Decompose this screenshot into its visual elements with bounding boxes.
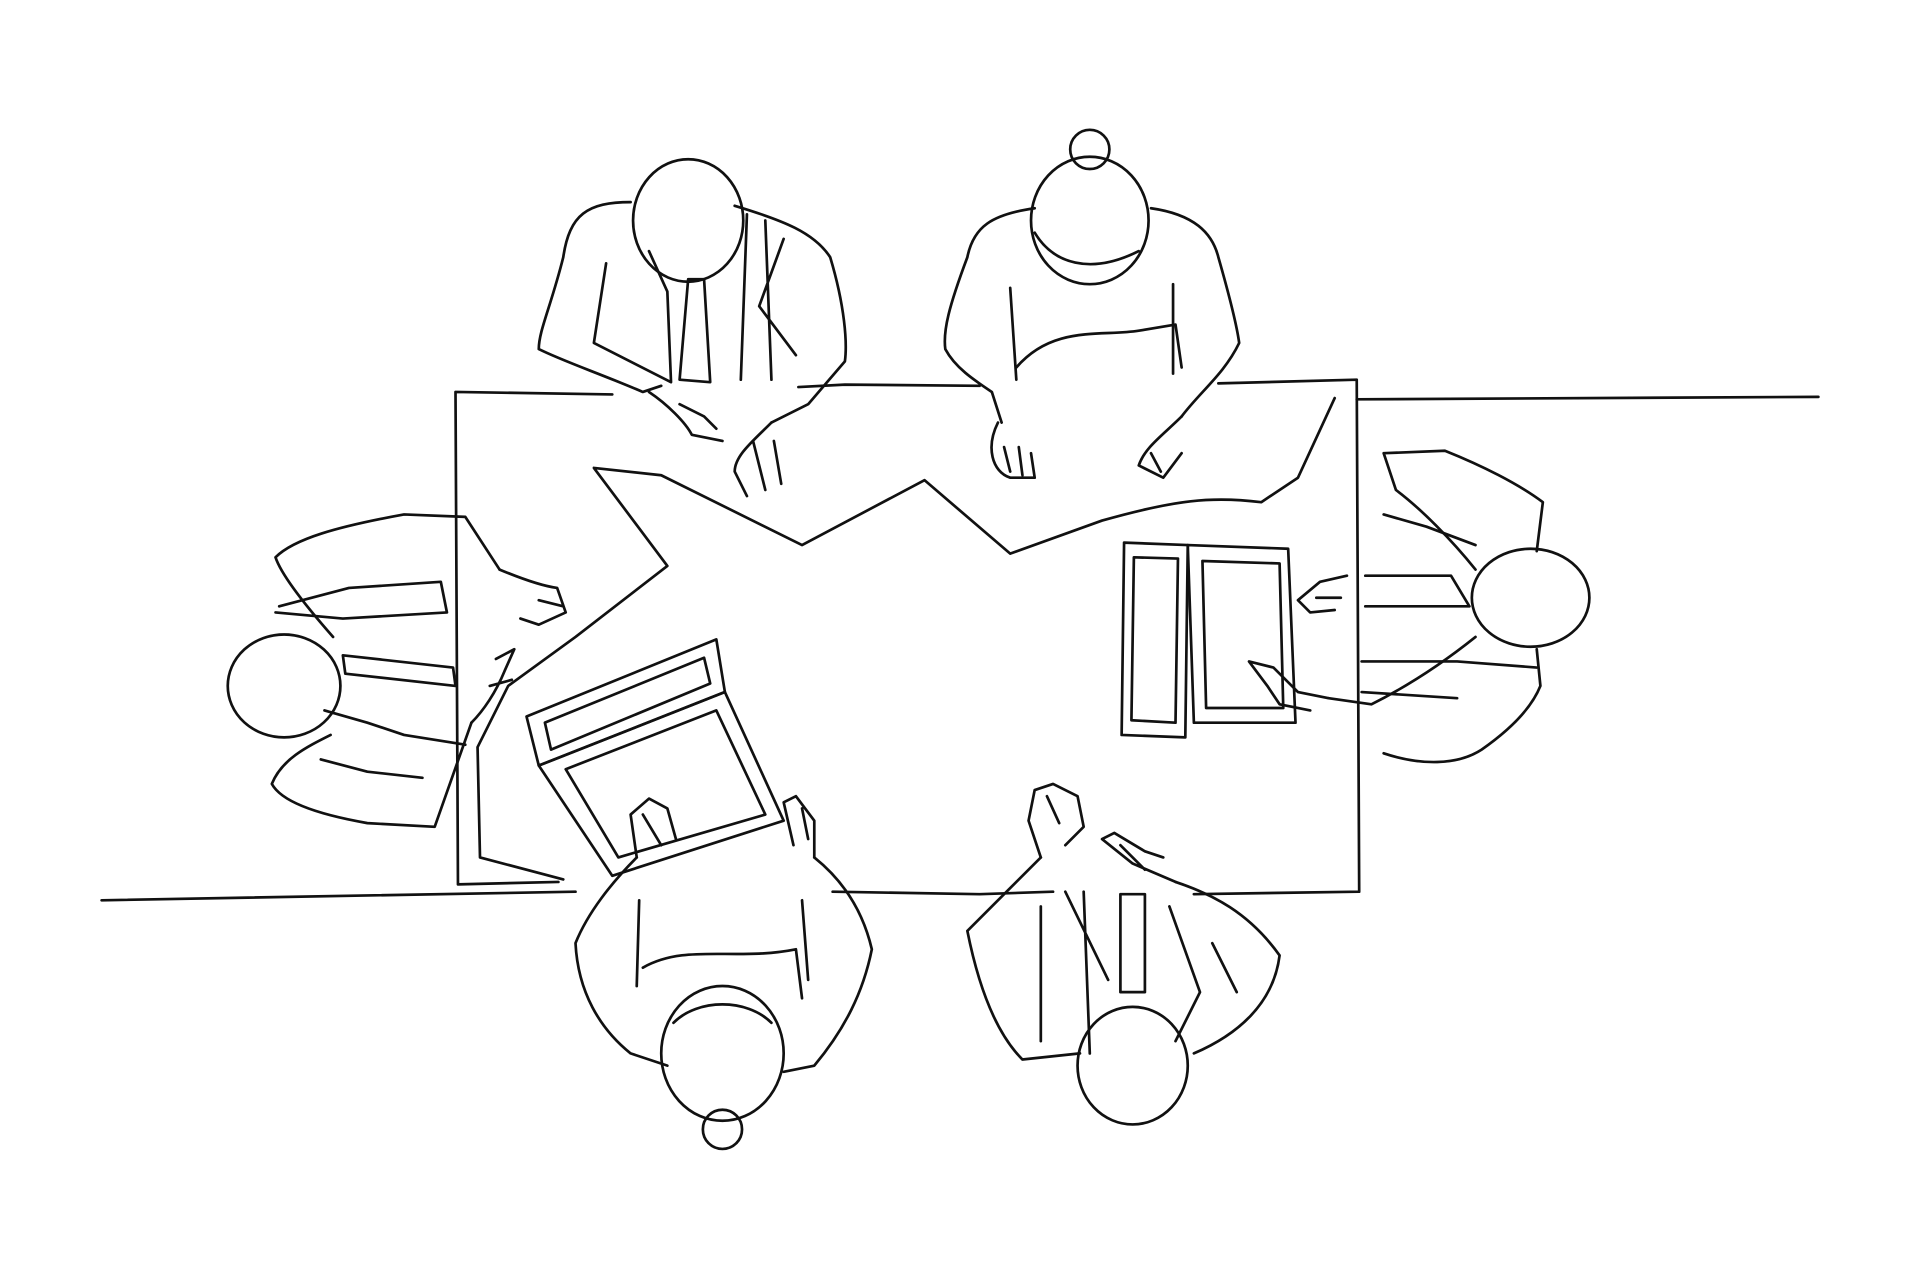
hand	[629, 797, 678, 859]
hand	[1296, 574, 1349, 614]
laptop-right	[1120, 541, 1297, 739]
person-bottom-left	[574, 794, 874, 1151]
bottom-left-floor-line	[100, 890, 577, 902]
hand	[1247, 660, 1330, 712]
hair-bun	[701, 1108, 744, 1151]
head	[1029, 155, 1150, 286]
person-right	[1247, 449, 1591, 764]
laptop-base	[537, 690, 786, 878]
head	[631, 157, 745, 284]
hand	[1137, 415, 1183, 480]
hand	[990, 421, 1037, 480]
head	[659, 984, 786, 1123]
person-bottom-right	[966, 782, 1281, 1126]
laptop-base	[1186, 543, 1297, 725]
head	[1076, 1005, 1190, 1126]
hair-bun	[1068, 128, 1111, 171]
hand	[733, 421, 783, 498]
hand	[470, 647, 516, 725]
top-right-floor-line	[1355, 395, 1820, 401]
person-left	[226, 513, 568, 829]
hand	[782, 794, 816, 859]
head	[226, 633, 342, 739]
table-zigzag	[476, 396, 1337, 881]
hand	[1100, 831, 1177, 884]
hand	[498, 568, 568, 627]
hand	[1027, 782, 1086, 859]
laptop-screen	[1120, 541, 1190, 739]
person-top-left	[537, 157, 848, 498]
person-top-right	[943, 128, 1241, 480]
hand	[647, 390, 724, 443]
laptop-bottom-left	[525, 638, 786, 878]
head	[1470, 547, 1591, 649]
table	[100, 378, 1820, 902]
